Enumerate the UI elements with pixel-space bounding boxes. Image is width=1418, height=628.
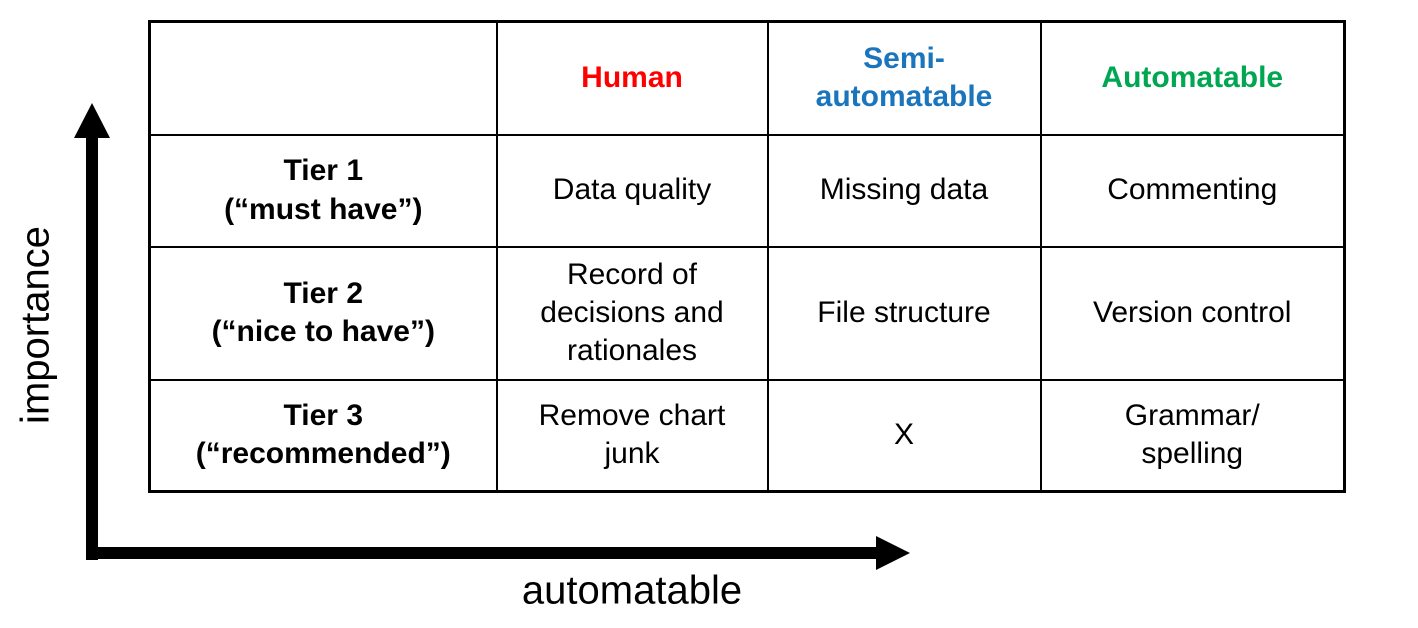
cell-tier3-semi-automatable: X [766, 378, 1042, 493]
cell-tier2-human: Record of decisions and rationales [495, 245, 769, 381]
tier-matrix-table: Human Semi- automatable Automatable Tier… [148, 20, 1346, 493]
cell-tier1-automatable: Commenting [1039, 133, 1346, 248]
table-row-tier3: Tier 3 (“recommended”) Remove chart junk… [148, 378, 1346, 493]
row-header-tier1: Tier 1 (“must have”) [148, 133, 498, 248]
corner-cell [148, 20, 498, 136]
row-header-tier2: Tier 2 (“nice to have”) [148, 245, 498, 381]
cell-tier1-semi-automatable: Missing data [766, 133, 1042, 248]
col-header-automatable: Automatable [1039, 20, 1346, 136]
cell-tier3-automatable: Grammar/ spelling [1039, 378, 1346, 493]
cell-tier2-automatable: Version control [1039, 245, 1346, 381]
header-row: Human Semi- automatable Automatable [148, 20, 1346, 136]
y-axis-arrow [74, 103, 110, 560]
table-row-tier2: Tier 2 (“nice to have”) Record of decisi… [148, 245, 1346, 381]
row-header-tier3: Tier 3 (“recommended”) [148, 378, 498, 493]
cell-tier3-human: Remove chart junk [495, 378, 769, 493]
x-axis-label: automatable [521, 568, 743, 613]
col-header-human: Human [495, 20, 769, 136]
y-axis-label: importance [13, 226, 58, 424]
cell-tier2-semi-automatable: File structure [766, 245, 1042, 381]
col-header-semi-automatable: Semi- automatable [766, 20, 1042, 136]
cell-tier1-human: Data quality [495, 133, 769, 248]
table-row-tier1: Tier 1 (“must have”) Data quality Missin… [148, 133, 1346, 248]
x-axis-arrow [86, 536, 910, 570]
